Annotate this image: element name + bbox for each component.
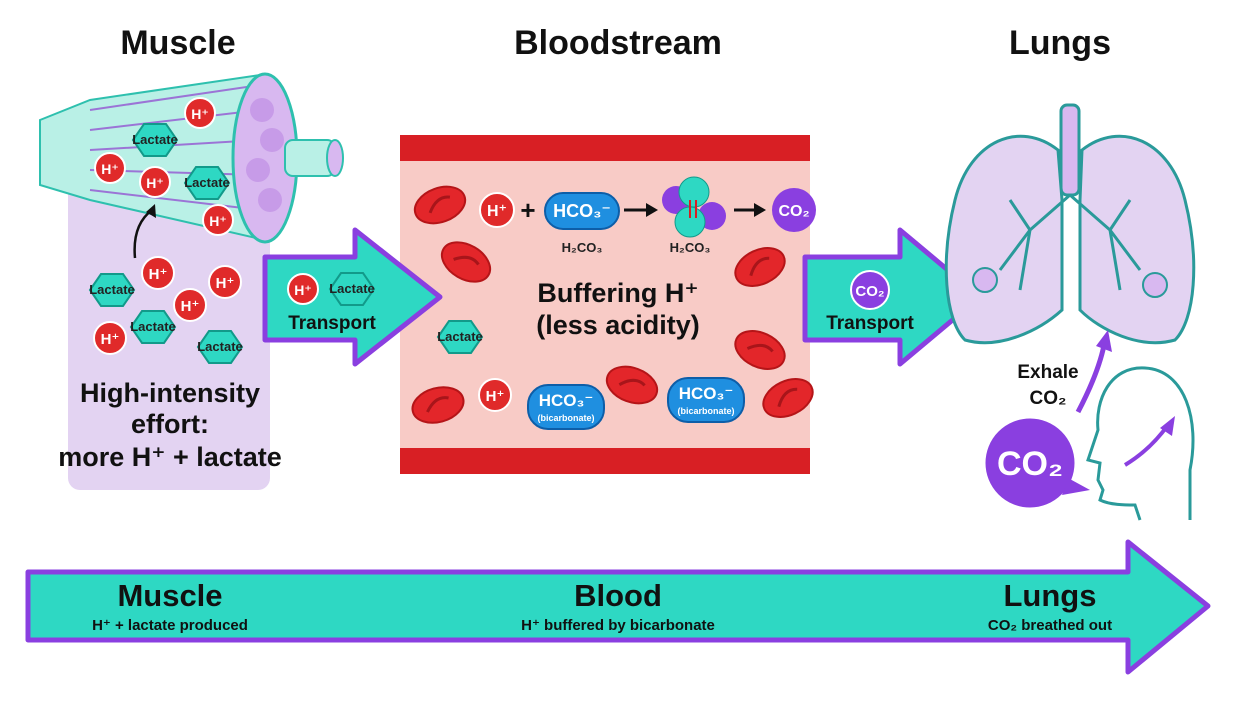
svg-text:CO₂: CO₂ bbox=[778, 203, 809, 220]
svg-text:Lactate: Lactate bbox=[184, 175, 230, 190]
transport-arrow-right: CO₂ Transport bbox=[802, 227, 983, 367]
bicarbonate-pill: HCO₃⁻ (bicarbonate) bbox=[527, 384, 605, 430]
svg-text:H⁺: H⁺ bbox=[486, 388, 505, 405]
lactate-hex: Lactate bbox=[437, 320, 483, 354]
timeline-title-muscle: Muscle bbox=[117, 578, 222, 613]
carbonic-acid-label: H₂CO₃ bbox=[670, 240, 711, 255]
h-ion: H⁺ bbox=[139, 166, 171, 198]
vessel-wall-bottom bbox=[400, 448, 810, 474]
lactate-hex: Lactate bbox=[184, 166, 230, 200]
transport-label: Transport bbox=[826, 313, 914, 334]
svg-text:H⁺: H⁺ bbox=[191, 106, 209, 122]
svg-text:Lactate: Lactate bbox=[130, 319, 176, 334]
h-ion: H⁺ bbox=[184, 97, 216, 129]
lactate-hex: Lactate bbox=[89, 273, 135, 307]
svg-text:H⁺: H⁺ bbox=[216, 275, 235, 292]
buffering-label: Buffering H⁺ bbox=[537, 278, 698, 308]
svg-text:Lactate: Lactate bbox=[89, 282, 135, 297]
timeline-subtitle-muscle: H⁺ + lactate produced bbox=[92, 617, 248, 634]
bicarbonate-pill: HCO₃⁻ (bicarbonate) bbox=[667, 377, 745, 423]
transport-label: Transport bbox=[288, 313, 376, 334]
title-lungs: Lungs bbox=[1009, 24, 1111, 62]
co2-bubble: CO₂ bbox=[850, 270, 890, 310]
svg-text:(bicarbonate): (bicarbonate) bbox=[677, 406, 734, 416]
exhale-label: CO₂ bbox=[1030, 388, 1067, 409]
muscle-caption: effort: bbox=[131, 409, 209, 439]
svg-text:H⁺: H⁺ bbox=[487, 203, 507, 220]
lactate-hex: Lactate bbox=[197, 330, 243, 364]
h-ion: H⁺ bbox=[93, 321, 127, 355]
blood-vessel: H⁺ + HCO₃⁻ H₂CO₃ H₂CO₃ CO₂ Buffering H⁺ … bbox=[400, 135, 821, 474]
timeline-subtitle-blood: H⁺ buffered by bicarbonate bbox=[521, 617, 715, 634]
svg-text:Lactate: Lactate bbox=[437, 329, 483, 344]
svg-text:Lactate: Lactate bbox=[329, 281, 375, 296]
svg-text:H⁺: H⁺ bbox=[101, 331, 120, 348]
svg-text:H⁺: H⁺ bbox=[149, 266, 168, 283]
lactate-hex: Lactate bbox=[329, 272, 375, 306]
h-ion: H⁺ bbox=[173, 288, 207, 322]
svg-text:HCO₃⁻: HCO₃⁻ bbox=[679, 384, 734, 403]
breath-arrow bbox=[1123, 423, 1170, 467]
svg-text:HCO₃⁻: HCO₃⁻ bbox=[539, 391, 594, 410]
svg-text:HCO₃⁻: HCO₃⁻ bbox=[553, 201, 611, 221]
carbonic-acid-label: H₂CO₃ bbox=[562, 240, 603, 255]
buffering-label: (less acidity) bbox=[536, 310, 700, 340]
h-ion: H⁺ bbox=[94, 152, 126, 184]
svg-text:H⁺: H⁺ bbox=[181, 298, 200, 315]
arrow-right-icon bbox=[734, 203, 766, 217]
h-ion: H⁺ bbox=[287, 273, 319, 305]
timeline-title-blood: Blood bbox=[574, 578, 662, 613]
exhale-label: Exhale bbox=[1017, 362, 1078, 383]
h-ion: H⁺ bbox=[479, 192, 515, 228]
svg-text:(bicarbonate): (bicarbonate) bbox=[537, 413, 594, 423]
h-ion: H⁺ bbox=[141, 256, 175, 290]
lactate-hex: Lactate bbox=[132, 123, 178, 157]
svg-text:CO₂: CO₂ bbox=[997, 445, 1063, 483]
h-ion: H⁺ bbox=[208, 265, 242, 299]
h-ion: H⁺ bbox=[478, 378, 512, 412]
plus-sign: + bbox=[520, 195, 535, 225]
bicarbonate-pill: HCO₃⁻ bbox=[544, 192, 620, 230]
transport-arrow-left: H⁺ Lactate Transport bbox=[262, 227, 443, 367]
right-lung bbox=[1078, 134, 1196, 345]
arrow-right-icon bbox=[624, 203, 658, 217]
lungs-illustration bbox=[944, 103, 1196, 345]
carbonic-acid-molecule bbox=[662, 176, 726, 238]
svg-text:H⁺: H⁺ bbox=[101, 161, 119, 177]
muscle-caption: High-intensity bbox=[80, 378, 260, 408]
left-lung bbox=[944, 134, 1064, 345]
title-muscle: Muscle bbox=[120, 24, 235, 62]
co2-bubble: CO₂ bbox=[772, 188, 816, 232]
muscle-caption: more H⁺ + lactate bbox=[58, 442, 282, 472]
timeline-title-lungs: Lungs bbox=[1004, 578, 1097, 613]
timeline-arrow: Muscle H⁺ + lactate produced Blood H⁺ bu… bbox=[25, 539, 1211, 675]
h-ion: H⁺ bbox=[202, 204, 234, 236]
svg-text:H⁺: H⁺ bbox=[209, 213, 227, 229]
muscle-panel: H⁺ H⁺ H⁺ H⁺ Lactate Lactate Lactate Lact… bbox=[39, 72, 344, 490]
svg-text:Lactate: Lactate bbox=[197, 339, 243, 354]
svg-text:H⁺: H⁺ bbox=[294, 282, 312, 298]
svg-text:H⁺: H⁺ bbox=[146, 175, 164, 191]
title-bloodstream: Bloodstream bbox=[514, 24, 722, 62]
svg-text:CO₂: CO₂ bbox=[855, 283, 884, 300]
vessel-wall-top bbox=[400, 135, 810, 161]
co2-big-bubble: CO₂ bbox=[982, 415, 1090, 511]
timeline-subtitle-lungs: CO₂ breathed out bbox=[988, 617, 1112, 634]
head-profile bbox=[1086, 366, 1195, 521]
lactate-hex: Lactate bbox=[130, 310, 176, 344]
trachea bbox=[1059, 103, 1081, 197]
svg-text:Lactate: Lactate bbox=[132, 132, 178, 147]
